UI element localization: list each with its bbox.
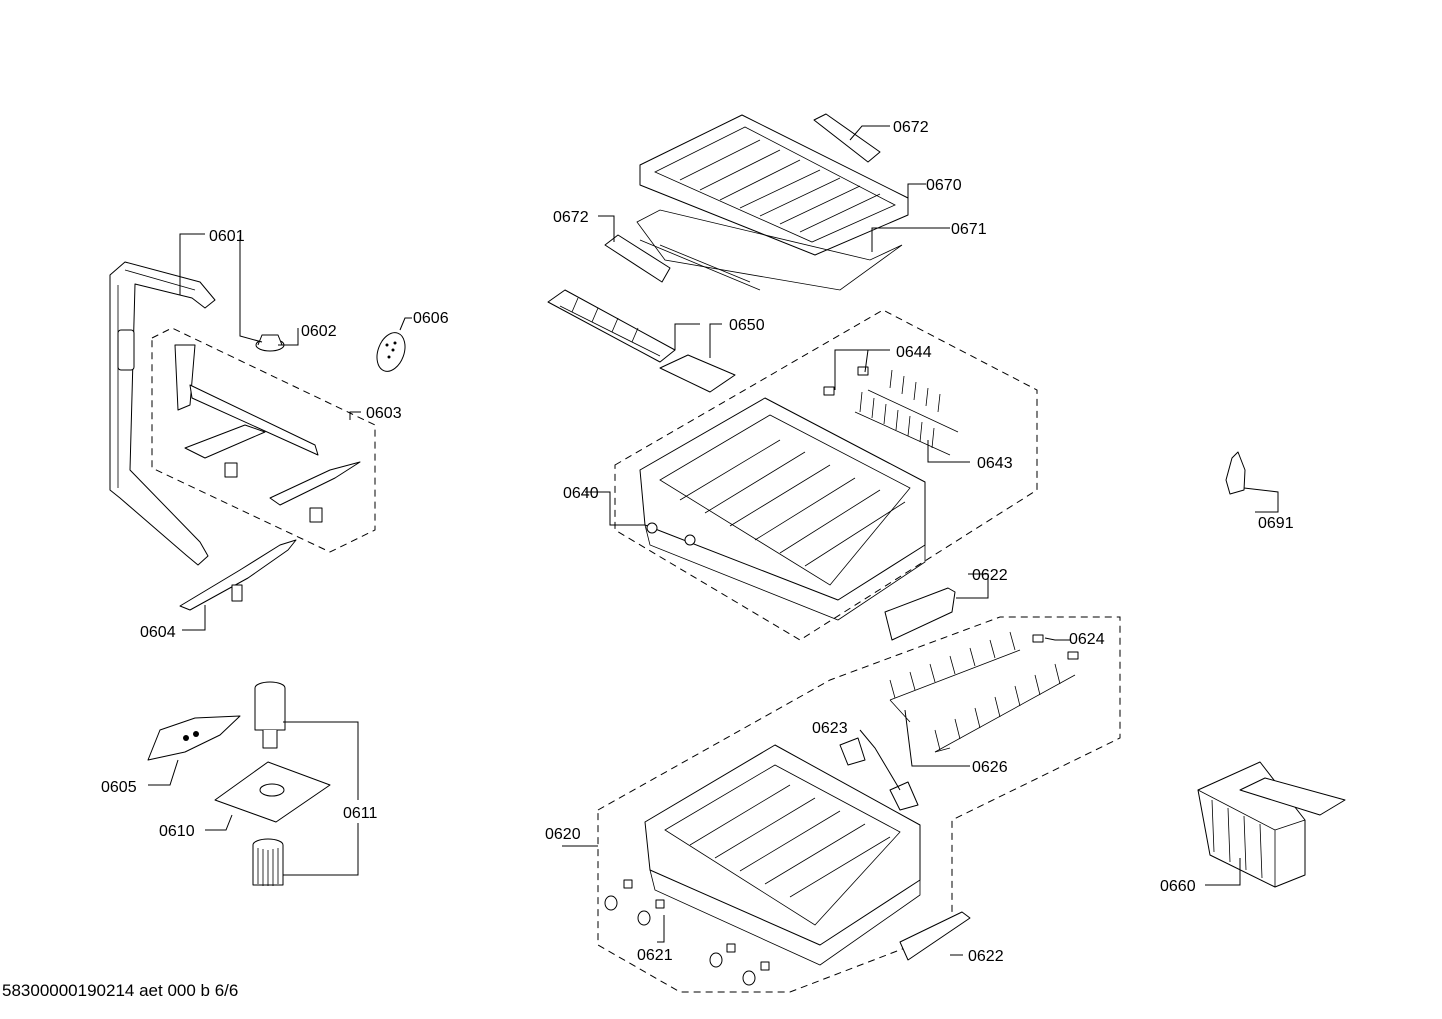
callout-0691: 0691: [1258, 515, 1294, 532]
part-0620-lower-basket: [644, 744, 921, 966]
part-0620-lower-basket-outline: [597, 616, 1121, 993]
part-0670-cutlery-tray: [639, 114, 909, 256]
part-0605-cover: [147, 715, 241, 761]
part-0610-flat-filter: [214, 761, 331, 823]
callout-0660: 0660: [1160, 878, 1196, 895]
part-0672-end-piece-left: [604, 234, 671, 283]
callout-0603: 0603: [366, 405, 402, 422]
part-0650-cup-shelf: [547, 289, 736, 393]
callout-0644: 0644: [896, 344, 932, 361]
callout-0622-lower: 0622: [968, 948, 1004, 965]
part-0640-upper-basket: [639, 397, 926, 621]
callout-0672-top: 0672: [893, 119, 929, 136]
part-0624-clips: [1032, 634, 1079, 660]
part-0672-end-piece-top: [813, 113, 881, 163]
part-0622-handle-bottom: [899, 911, 971, 961]
callout-0611: 0611: [343, 805, 378, 822]
part-0660-cutlery-basket: [1197, 761, 1346, 888]
callout-0672-left: 0672: [553, 209, 589, 226]
part-0671-rail-frame: [636, 209, 903, 291]
callout-0620: 0620: [545, 826, 581, 843]
callout-0670: 0670: [926, 177, 962, 194]
part-0604-lower-spray-arm: [179, 539, 297, 611]
callout-0606: 0606: [413, 310, 449, 327]
part-0621-wheels: [604, 879, 770, 986]
callout-0643: 0643: [977, 455, 1013, 472]
part-0603-spray-arm-set: [151, 327, 376, 553]
part-0623-latch: [839, 737, 919, 811]
callout-0624: 0624: [1069, 631, 1105, 648]
callout-0602: 0602: [301, 323, 337, 340]
part-0643-tine-rack: [854, 369, 959, 456]
callout-0610: 0610: [159, 823, 195, 840]
part-0601-supply-pipe: [109, 261, 216, 566]
part-0622-basket-handle: [884, 587, 956, 641]
part-0611-filter-cylinder: [254, 681, 286, 749]
part-0602-nozzle: [255, 334, 285, 352]
callout-0626: 0626: [972, 759, 1008, 776]
callout-0640: 0640: [563, 485, 599, 502]
part-0626-tine-rows: [889, 631, 1076, 753]
callout-0671: 0671: [951, 221, 987, 238]
callout-labels: 0601 0602 0603 0604 0605 0606 0610 0611 …: [101, 119, 1294, 965]
callout-0650: 0650: [729, 317, 765, 334]
part-0606-filter-disc: [376, 332, 406, 372]
part-0644-clip: [823, 366, 869, 396]
callout-0623: 0623: [812, 720, 848, 737]
callout-0601: 0601: [209, 228, 245, 245]
diagram-footer-code: 58300000190214 aet 000 b 6/6: [2, 981, 239, 1000]
callout-0604: 0604: [140, 624, 176, 641]
callout-0622-upper: 0622: [972, 567, 1008, 584]
callout-0605: 0605: [101, 779, 137, 796]
part-0611-micro-filter: [252, 838, 284, 886]
callout-0621: 0621: [637, 947, 673, 964]
part-0691-hook: [1225, 451, 1246, 495]
leader-lines: [148, 125, 1279, 956]
